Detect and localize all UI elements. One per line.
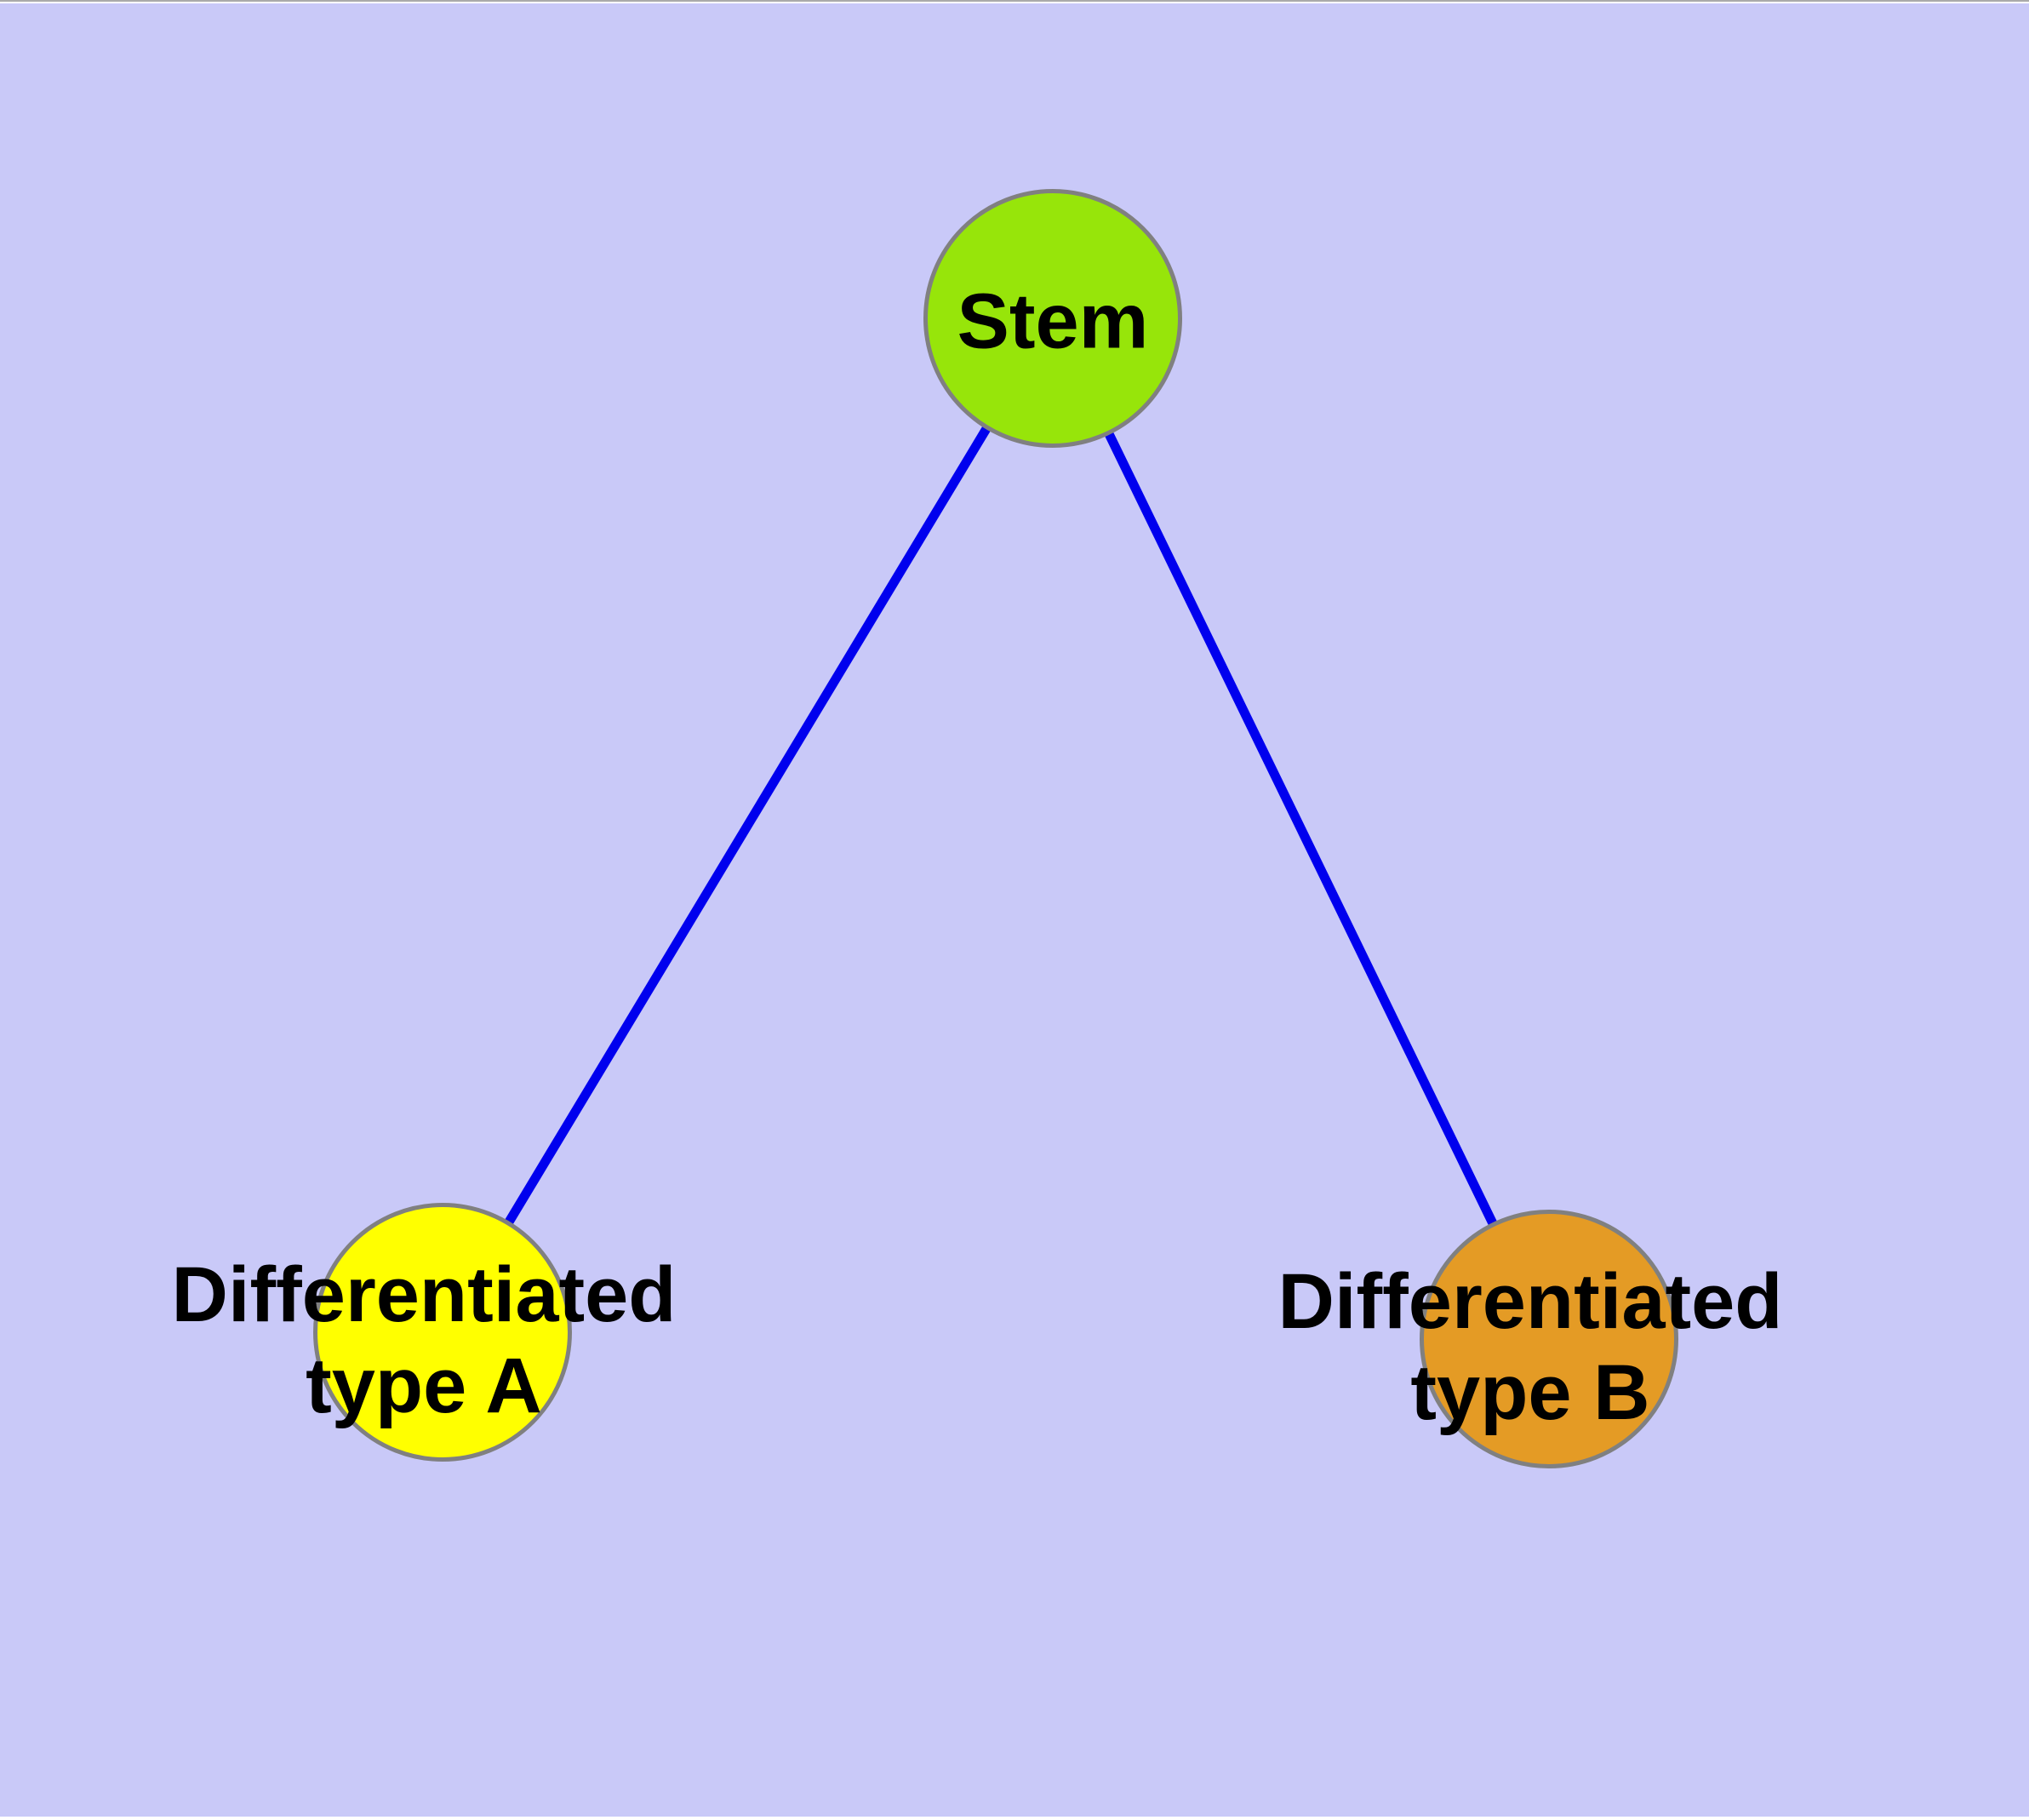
node-type-a-label-line1: Differentiated bbox=[171, 1251, 677, 1338]
node-stem: Stem bbox=[923, 189, 1182, 448]
node-type-b-label-line1: Differentiated bbox=[1277, 1258, 1783, 1345]
node-type-a-label-line2: type A bbox=[306, 1342, 542, 1429]
top-border-line bbox=[0, 0, 2029, 2]
edge-stem-to-type-b bbox=[1049, 316, 1553, 1342]
node-type-a-label: Differentiated type A bbox=[172, 1250, 677, 1432]
node-type-b-label: Differentiated type B bbox=[1278, 1256, 1783, 1439]
node-differentiated-type-a: Differentiated type A bbox=[172, 1203, 676, 1462]
node-stem-label-line1: Stem bbox=[957, 278, 1149, 365]
node-differentiated-type-b: Differentiated type B bbox=[1278, 1210, 1782, 1468]
edge-stem-to-type-a bbox=[438, 316, 1057, 1335]
node-stem-label: Stem bbox=[957, 277, 1149, 368]
node-type-b-label-line2: type B bbox=[1410, 1349, 1650, 1436]
